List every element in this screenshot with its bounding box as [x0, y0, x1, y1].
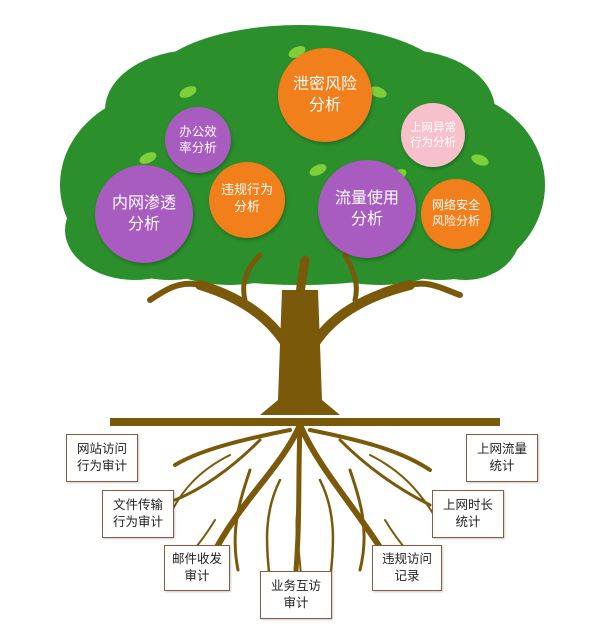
branch-bubble-label: 上网异常 行为分析 — [410, 120, 456, 149]
leaf-icon — [309, 164, 327, 176]
root-box-online-traffic-stats: 上网流量 统计 — [466, 434, 538, 482]
tree-roots — [164, 422, 441, 601]
branch-bubble-label: 内网渗透 分析 — [111, 193, 176, 233]
branch-bubble-label: 流量使用 分析 — [334, 188, 399, 228]
leaf-icon — [179, 86, 197, 98]
branch-bubble-intranet-penetration: 内网渗透 分析 — [95, 165, 193, 263]
branch-bubble-label: 网络安全 风险分析 — [431, 198, 480, 228]
tree-trunk — [260, 290, 340, 415]
root-box-online-duration-stats: 上网时长 统计 — [432, 490, 504, 538]
branch-bubble-label: 违规行为 分析 — [220, 183, 273, 215]
leaf-icon — [139, 152, 157, 164]
root-box-label: 邮件收发 审计 — [171, 551, 222, 583]
branch-bubble-office-efficiency: 办公效 率分析 — [165, 107, 231, 173]
root-box-label: 上网流量 统计 — [476, 441, 527, 473]
branch-bubble-leak-risk: 泄密风险 分析 — [278, 48, 372, 142]
ground-line — [110, 418, 500, 426]
root-box-website-visit-audit: 网站访问 行为审计 — [66, 434, 138, 482]
root-box-email-audit: 邮件收发 审计 — [164, 545, 230, 591]
leaf-icon — [369, 86, 387, 98]
branch-bubble-violation: 违规行为 分析 — [209, 162, 285, 238]
root-box-file-transfer-audit: 文件传输 行为审计 — [102, 490, 174, 538]
root-box-label: 网站访问 行为审计 — [76, 441, 127, 473]
root-box-label: 上网时长 统计 — [442, 497, 493, 529]
root-box-business-access-audit: 业务互访 审计 — [260, 571, 332, 619]
root-box-violation-access-record: 违规访问 记录 — [372, 545, 442, 591]
branch-bubble-abnormal-behavior: 上网异常 行为分析 — [401, 103, 465, 167]
branch-bubble-label: 泄密风险 分析 — [292, 74, 357, 114]
branch-bubble-label: 办公效 率分析 — [179, 123, 217, 155]
branch-bubble-network-security-risk: 网络安全 风险分析 — [421, 179, 491, 249]
leaf-icon — [471, 154, 489, 166]
root-box-label: 文件传输 行为审计 — [112, 497, 163, 529]
root-box-label: 违规访问 记录 — [381, 551, 432, 583]
root-box-label: 业务互访 审计 — [270, 578, 321, 610]
branch-bubble-traffic-usage: 流量使用 分析 — [318, 160, 416, 258]
